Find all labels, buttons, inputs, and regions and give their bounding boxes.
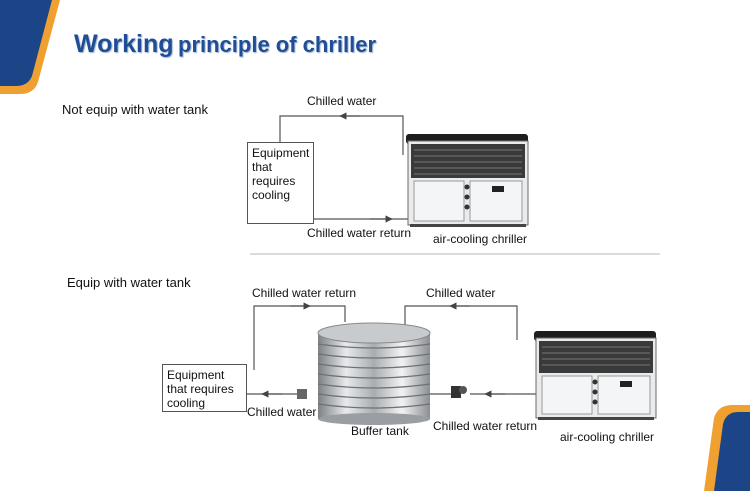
label-chilled-water: Chilled water xyxy=(307,94,377,108)
section-heading-with-tank: Equip with water tank xyxy=(67,275,191,290)
equipment-box: Equipment that requires cooling xyxy=(247,142,314,224)
corner-decoration-top-left xyxy=(0,0,60,94)
label-chiller-2: air-cooling chriller xyxy=(560,430,655,444)
title-part-1: Working xyxy=(74,30,174,58)
label-chilled-bottom: Chilled water xyxy=(247,405,317,419)
pipes-no-tank xyxy=(279,112,414,223)
pipes-with-tank xyxy=(247,302,536,398)
page-title: Working principle of chriller xyxy=(74,30,376,59)
label-buffer-tank: Buffer tank xyxy=(351,424,409,438)
label-chilled-water-return: Chilled water return xyxy=(307,226,412,240)
buffer-tank xyxy=(317,322,431,425)
section-heading-no-tank: Not equip with water tank xyxy=(62,102,208,117)
label-chiller: air-cooling chriller xyxy=(433,232,528,246)
label-return-bottom: Chilled water return xyxy=(433,419,538,433)
pump-valve-icon xyxy=(297,386,467,399)
equipment-box-2: Equipment that requires cooling xyxy=(162,364,247,412)
corner-decoration-bottom-right xyxy=(704,405,750,491)
label-return-top: Chilled water return xyxy=(252,286,357,300)
chiller-unit-2 xyxy=(534,331,657,420)
title-part-2: principle of chriller xyxy=(178,32,377,57)
chiller-unit-1 xyxy=(406,134,529,227)
label-chilled-top: Chilled water xyxy=(426,286,496,300)
